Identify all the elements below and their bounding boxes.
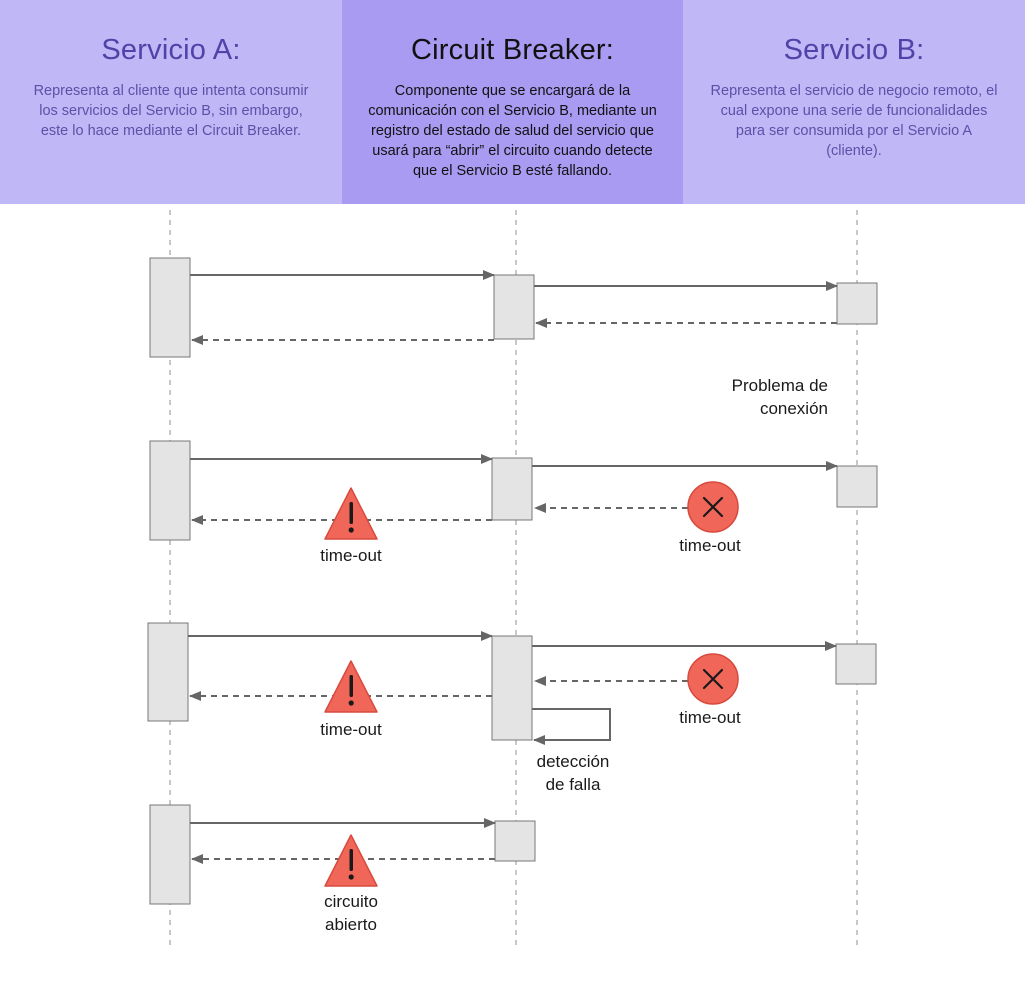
activation-b-2 bbox=[836, 465, 878, 508]
circuito-abierto-label-2: abierto bbox=[325, 915, 377, 934]
activation-a-1 bbox=[149, 257, 191, 358]
warning-triangle-icon bbox=[324, 660, 378, 713]
activation-b-3 bbox=[835, 643, 877, 685]
servicio-a-title: Servicio A: bbox=[101, 34, 241, 66]
activation-a-4 bbox=[149, 804, 191, 905]
servicio-b-description: Representa el servicio de negocio remoto… bbox=[710, 83, 998, 159]
deteccion-falla-label-1: detección bbox=[537, 752, 610, 771]
activation-a-2 bbox=[149, 440, 191, 541]
circuit-breaker-title: Circuit Breaker: bbox=[410, 34, 615, 66]
header-circuit-breaker: Circuit Breaker: Componente que se encar… bbox=[342, 0, 683, 204]
header-servicio-a: Servicio A: Representa al cliente que in… bbox=[0, 0, 342, 204]
error-circle-x-icon bbox=[687, 481, 739, 533]
deteccion-falla-label-2: de falla bbox=[546, 775, 601, 794]
timeout-label-b-3: time-out bbox=[679, 708, 741, 727]
problema-conexion-label-2: conexión bbox=[760, 399, 828, 418]
activation-cb-1 bbox=[493, 274, 535, 340]
circuit-breaker-description: Componente que se encargará de la comuni… bbox=[368, 83, 657, 179]
problema-conexion-label-1: Problema de bbox=[732, 376, 828, 395]
error-circle-x-icon bbox=[687, 653, 739, 705]
activation-b-1 bbox=[836, 282, 878, 325]
warning-triangle-icon bbox=[324, 487, 378, 540]
activation-cb-3 bbox=[491, 635, 533, 741]
activation-cb-4 bbox=[494, 820, 536, 862]
circuito-abierto-label-1: circuito bbox=[324, 892, 378, 911]
servicio-a-description: Representa al cliente que intenta consum… bbox=[33, 83, 309, 139]
warning-triangle-icon bbox=[324, 834, 378, 887]
timeout-label-b-2: time-out bbox=[679, 536, 741, 555]
timeout-label-a-2: time-out bbox=[320, 546, 382, 565]
self-call-arrow-detection bbox=[532, 708, 611, 745]
servicio-b-title: Servicio B: bbox=[783, 34, 925, 66]
timeout-label-a-3: time-out bbox=[320, 720, 382, 739]
activation-a-3 bbox=[147, 622, 189, 722]
header-servicio-b: Servicio B: Representa el servicio de ne… bbox=[683, 0, 1025, 204]
activation-cb-2 bbox=[491, 457, 533, 521]
